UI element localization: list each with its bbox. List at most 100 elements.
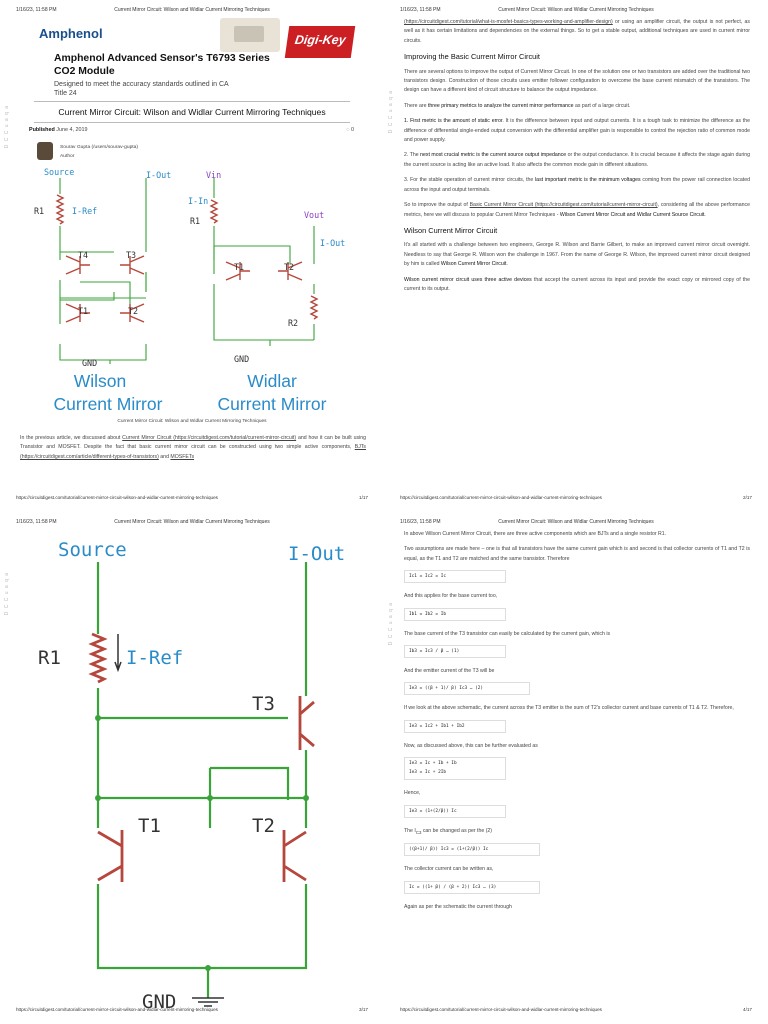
author-role: Author xyxy=(60,154,75,159)
pdf-page-1: 1/16/23, 11:58 PM Current Mirror Circuit… xyxy=(0,0,384,512)
equation-box: Ic = ((1+ β) / (β + 2)) Ic3 … (3) xyxy=(404,880,540,894)
side-watermark: D C C u a q a xyxy=(4,572,10,616)
ad-brand: Amphenol xyxy=(39,26,103,41)
paragraph: In above Wilson Current Mirror Circuit, … xyxy=(404,531,667,537)
pdf-page-4: 1/16/23, 11:58 PM Current Mirror Circuit… xyxy=(384,512,768,1024)
section-heading: Wilson Current Mirror Circuit xyxy=(404,225,498,235)
page-number: 4/17 xyxy=(743,1007,752,1012)
page-number: 2/17 xyxy=(743,495,752,500)
page-number: 3/17 xyxy=(359,1007,368,1012)
page-number: 1/17 xyxy=(359,495,368,500)
intro-paragraph: In the previous article, we discussed ab… xyxy=(20,435,366,460)
footer-url: https://circuitdigest.com/tutorial/curre… xyxy=(400,495,602,500)
label-vin: Vin xyxy=(206,170,221,180)
wilson-subtitle: Current Mirror xyxy=(54,394,163,414)
equation-box: Ie3 = (1+(2/β)) Ic xyxy=(404,804,506,818)
label-source: Source xyxy=(44,167,74,177)
paragraph: And this applies for the base current to… xyxy=(404,593,498,600)
label-r1: R1 xyxy=(34,206,44,216)
paragraph: Now, as discussed above, this can be fur… xyxy=(404,742,538,749)
equation-box: Ic1 = Ic2 = Ic xyxy=(404,570,506,584)
comment-icon: ◌ xyxy=(346,127,351,133)
article-title: Current Mirror Circuit: Wilson and Widla… xyxy=(34,101,350,123)
equation-box: Ib1 = Ib2 = Ib xyxy=(404,607,506,621)
equation-box: Ie3 = ((β + 1)/ β) Ic3 … (2) xyxy=(404,682,530,696)
digikey-logo: Digi-Key xyxy=(284,26,356,58)
footer-url: https://circuitdigest.com/tutorial/curre… xyxy=(16,495,218,500)
label-widlar-iout: I-Out xyxy=(320,238,345,248)
diagram-caption: Current Mirror Circuit: Wilson and Widla… xyxy=(117,419,267,424)
link-basic-current-mirror[interactable]: Basic Current Mirror Circuit (https://ci… xyxy=(469,202,658,209)
equation-box: Ib3 = Ic3 / β … (1) xyxy=(404,645,506,659)
ad-subtitle: Designed to meet the accuracy standards … xyxy=(54,81,229,97)
side-watermark: D C C u a q a xyxy=(388,602,394,646)
page-header: 1/16/23, 11:58 PM Current Mirror Circuit… xyxy=(16,519,368,527)
wilson-title: Wilson xyxy=(74,371,127,391)
comment-count[interactable]: ◌ 0 xyxy=(346,127,354,133)
ad-title: Amphenol Advanced Sensor's T6793 Series … xyxy=(54,53,270,77)
label-r2: R2 xyxy=(288,318,298,328)
page-footer: https://circuitdigest.com/tutorial/curre… xyxy=(16,1007,368,1015)
label-vout: Vout xyxy=(304,210,324,220)
page-footer: https://circuitdigest.com/tutorial/curre… xyxy=(400,495,752,503)
header-date: 1/16/23, 11:58 PM xyxy=(400,519,441,525)
label-t1: T1 xyxy=(78,306,88,316)
article-body: In above Wilson Current Mirror Circuit, … xyxy=(404,530,750,918)
label-widlar-t2: T2 xyxy=(284,262,294,272)
author-block: Sourav Gupta (/users/sourav-gupta) Autho… xyxy=(60,143,138,161)
wilson-current-mirror-diagram: Source I-Out I-Ref R1 T3 T1 T2 GND xyxy=(38,539,345,1012)
published-line: Published June 4, 2019 xyxy=(29,127,87,133)
equation-box: ((β+1)/ β)) Ic3 = (1+(2/β)) Ic xyxy=(404,843,540,857)
header-title: Current Mirror Circuit: Wilson and Widla… xyxy=(114,519,270,525)
header-date: 1/16/23, 11:58 PM xyxy=(16,519,57,525)
comment-count-value: 0 xyxy=(351,127,354,133)
label-source: Source xyxy=(58,539,127,561)
paragraph: Two assumptions are made here – one is t… xyxy=(404,546,750,562)
published-label: Published xyxy=(29,127,55,133)
label-widlar-r1: R1 xyxy=(190,216,200,226)
paragraph: The collector current can be written as, xyxy=(404,866,494,873)
label-t3: T3 xyxy=(252,693,275,715)
page-header: 1/16/23, 11:58 PM Current Mirror Circuit… xyxy=(400,7,752,15)
author-name-link[interactable]: Sourav Gupta (/users/sourav-gupta) xyxy=(60,145,139,150)
page-footer: https://circuitdigest.com/tutorial/curre… xyxy=(400,1007,752,1015)
label-widlar-gnd: GND xyxy=(234,354,249,364)
link-bjts[interactable]: BJTs (https://circuitdigest.com/article/… xyxy=(20,444,366,460)
advertisement-banner[interactable]: Amphenol Digi-Key Amphenol Advanced Sens… xyxy=(25,14,371,98)
published-date: June 4, 2019 xyxy=(56,127,88,133)
label-t1: T1 xyxy=(138,815,161,837)
label-r1: R1 xyxy=(38,647,61,669)
label-iref: I-Ref xyxy=(126,647,183,669)
link-mosfet-basics[interactable]: (https://circuitdigest.com/tutorial/what… xyxy=(404,19,613,25)
widlar-subtitle: Current Mirror xyxy=(218,394,327,414)
link-current-mirror[interactable]: Current Mirror Circuit (https://circuitd… xyxy=(122,435,297,441)
paragraph: And the emitter current of the T3 will b… xyxy=(404,668,495,675)
article-body: (https://circuitdigest.com/tutorial/what… xyxy=(404,19,751,292)
footer-url: https://circuitdigest.com/tutorial/curre… xyxy=(16,1007,218,1012)
pdf-page-3: 1/16/23, 11:58 PM Current Mirror Circuit… xyxy=(0,512,384,1024)
link-mosfets[interactable]: MOSFETs xyxy=(170,453,195,460)
widlar-title: Widlar xyxy=(247,371,297,391)
label-gnd: GND xyxy=(142,991,176,1012)
page-header: 1/16/23, 11:58 PM Current Mirror Circuit… xyxy=(16,7,368,15)
current-mirror-diagram: Source I-Out R1 I-Ref T4 T3 T1 T2 GND Vi… xyxy=(34,167,345,414)
label-iin: I-In xyxy=(188,196,208,206)
header-date: 1/16/23, 11:58 PM xyxy=(16,7,57,13)
label-t4: T4 xyxy=(78,250,88,260)
header-date: 1/16/23, 11:58 PM xyxy=(400,7,441,13)
header-title: Current Mirror Circuit: Wilson and Widla… xyxy=(114,7,270,13)
author-avatar xyxy=(37,142,53,160)
label-iref: I-Ref xyxy=(72,206,97,216)
footer-url: https://circuitdigest.com/tutorial/curre… xyxy=(400,1007,602,1012)
side-watermark: D C C u a q a xyxy=(4,105,10,149)
label-t2: T2 xyxy=(252,815,275,837)
paragraph: Again as per the schematic the current t… xyxy=(404,903,512,910)
equation-box: Ie3 = Ic2 + Ib1 + Ib2 xyxy=(404,719,506,733)
page-header: 1/16/23, 11:58 PM Current Mirror Circuit… xyxy=(400,519,752,527)
ad-product-image xyxy=(220,18,280,52)
pdf-page-2: 1/16/23, 11:58 PM Current Mirror Circuit… xyxy=(384,0,768,512)
page-footer: https://circuitdigest.com/tutorial/curre… xyxy=(16,495,368,503)
paragraph: Hence, xyxy=(404,790,421,797)
label-t3: T3 xyxy=(126,250,136,260)
